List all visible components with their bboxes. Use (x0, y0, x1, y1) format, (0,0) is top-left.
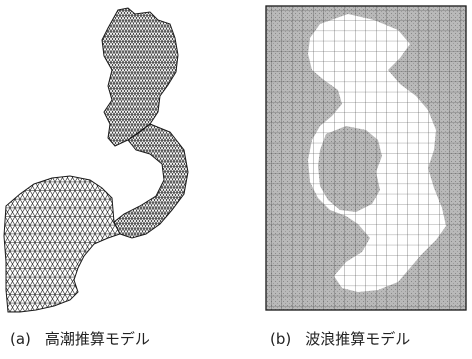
wave-model-grid (250, 0, 472, 318)
rectangular-grid-figure (265, 5, 467, 311)
storm-surge-model-mesh (0, 0, 240, 318)
middle-bay-mesh (113, 123, 189, 239)
triangular-mesh-figure (3, 7, 189, 313)
upper-bay-mesh (101, 7, 179, 147)
caption-b-text: 波浪推算モデル (305, 330, 411, 348)
caption-b: (b) 波浪推算モデル (270, 328, 410, 349)
caption-b-tag: (b) (270, 330, 292, 348)
caption-a: (a) 高潮推算モデル (10, 328, 150, 349)
caption-a-tag: (a) (10, 330, 31, 348)
caption-a-text: 高潮推算モデル (44, 330, 150, 348)
grid-overlay (265, 5, 467, 311)
outer-bay-mesh (3, 175, 121, 313)
